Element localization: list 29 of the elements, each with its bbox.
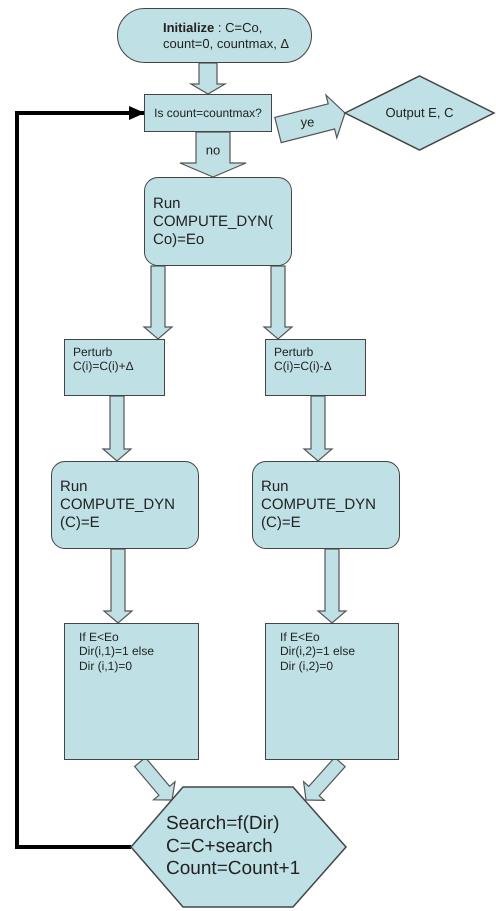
block-arrow	[102, 548, 134, 624]
block-arrow	[302, 395, 334, 462]
node-text: Search=f(Dir) C=C+search Count=Count+1	[166, 812, 302, 882]
node-text: Initialize : C=Co, count=0, countmax, Δ	[163, 20, 290, 52]
block-arrow	[142, 265, 174, 340]
process-box	[64, 339, 165, 396]
process-box	[265, 623, 399, 760]
node-text: Run COMPUTE_DYN (C)=E	[261, 478, 378, 532]
block-arrow	[101, 395, 133, 462]
output-diamond	[345, 76, 494, 150]
block-arrow	[262, 265, 294, 340]
node-text: If E<Eo Dir(i,2)=1 else Dir (i,2)=0	[280, 630, 356, 674]
process-box	[265, 339, 366, 396]
process-rounded-box	[144, 177, 292, 266]
node-text: If E<Eo Dir(i,1)=1 else Dir (i,1)=0	[79, 630, 156, 674]
node-text: Run COMPUTE_DYN( Co)=Eo	[153, 194, 274, 248]
block-arrow	[188, 62, 228, 95]
process-rounded-box	[51, 461, 199, 549]
node-text: Is count=countmax?	[154, 106, 262, 120]
node-text: Perturb C(i)=C(i)-Δ	[274, 345, 333, 374]
node-text: Run COMPUTE_DYN (C)=E	[60, 478, 176, 532]
process-hexagon	[131, 787, 346, 907]
process-box	[64, 623, 199, 760]
process-rounded-box	[252, 461, 400, 549]
node-text: Perturb C(i)=C(i)+Δ	[73, 345, 135, 374]
node-text: Output E, C	[386, 105, 454, 121]
block-arrow	[316, 548, 348, 624]
process-box	[144, 94, 272, 132]
feedback-arrow	[15, 106, 145, 849]
